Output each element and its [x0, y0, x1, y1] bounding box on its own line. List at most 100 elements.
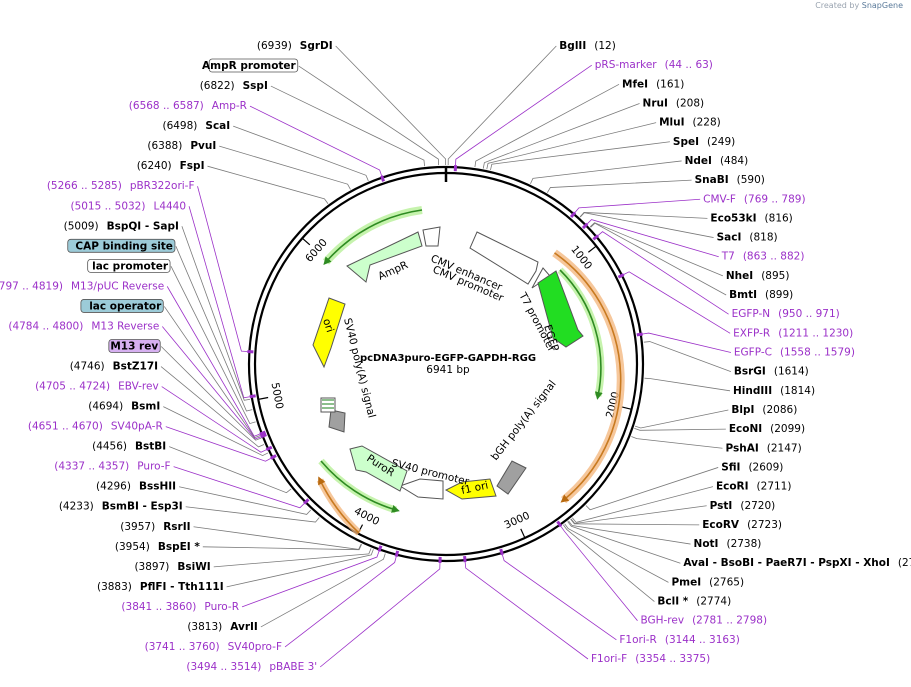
site-label-bcli[interactable]: BclI *(2774)	[657, 596, 731, 608]
badge-created-by: Created by	[815, 1, 860, 10]
tick-1000	[587, 245, 597, 253]
site-label-lac-operator[interactable]: lac operator	[80, 299, 164, 313]
site-label-scai[interactable]: (6498)ScaI	[162, 120, 230, 132]
site-label-m13-rev[interactable]: M13 rev	[108, 339, 161, 353]
leader-scai	[233, 125, 369, 181]
site-label-rsrii[interactable]: (3957)RsrII	[120, 521, 190, 533]
site-label-lac-promoter[interactable]: lac promoter	[87, 258, 171, 273]
svg-text:(6568 .. 6587)Amp-R: (6568 .. 6587)Amp-R	[129, 100, 247, 112]
site-label-pbabe-3[interactable]: (3494 .. 3514)pBABE 3'	[186, 661, 317, 673]
svg-text:MfeI(161): MfeI(161)	[622, 78, 684, 90]
site-label-bstbi[interactable]: (4456)BstBI	[92, 441, 166, 453]
site-label-ecori[interactable]: EcoRI(2711)	[716, 481, 792, 493]
site-label-cmv-f[interactable]: CMV-F(769 .. 789)	[703, 193, 805, 205]
site-label-spei[interactable]: SpeI(249)	[673, 136, 735, 148]
site-label-sv40pa-r[interactable]: (4651 .. 4670)SV40pA-R	[28, 421, 163, 433]
site-label-avrii[interactable]: (3813)AvrII	[187, 621, 258, 633]
site-label-sv40pro-f[interactable]: (3741 .. 3760)SV40pro-F	[145, 641, 282, 653]
site-label-ndei[interactable]: NdeI(484)	[685, 155, 749, 167]
site-label-bsmbi-esp3i[interactable]: (4233)BsmBI - Esp3I	[59, 501, 183, 513]
site-label-exfp-r[interactable]: EXFP-R(1211 .. 1230)	[733, 327, 853, 339]
leader-bsrgi	[643, 341, 732, 373]
site-label-f1ori-r[interactable]: F1ori-R(3144 .. 3163)	[619, 634, 739, 646]
site-label-psti[interactable]: PstI(2720)	[710, 500, 776, 512]
site-label-pshai[interactable]: PshAI(2147)	[725, 442, 801, 454]
leader-pflfi-tth111i	[226, 549, 374, 588]
site-label-sfii[interactable]: SfiI(2609)	[721, 461, 783, 473]
site-label-avai-bsobi-paer7i-pspxi-xhoi[interactable]: AvaI - BsoBI - PaeR7I - PspXI - XhoI(274…	[683, 557, 911, 569]
svg-text:PmeI(2765): PmeI(2765)	[671, 576, 744, 588]
feature-label-bgh-polya: bGH poly(A) signal	[489, 378, 559, 463]
svg-text:BclI *(2774): BclI *(2774)	[657, 596, 731, 608]
site-label-ebv-rev[interactable]: (4705 .. 4724)EBV-rev	[35, 381, 159, 393]
site-label-pbr322ori-f[interactable]: (5266 .. 5285)pBR322ori-F	[47, 180, 195, 192]
site-label-bgh-rev[interactable]: BGH-rev(2781 .. 2798)	[640, 615, 767, 627]
f1-ori-arrow	[444, 478, 497, 500]
site-label-mlui[interactable]: MluI(228)	[659, 117, 721, 129]
site-label-bstz17i[interactable]: (4746)BstZ17I	[70, 361, 158, 373]
leader-lac-operator	[163, 306, 261, 439]
leader-hindiii	[644, 377, 731, 392]
svg-text:(3897)BsiWI: (3897)BsiWI	[134, 561, 210, 573]
site-label-bsmi[interactable]: (4694)BsmI	[88, 401, 160, 413]
bgh-polya-box	[496, 460, 527, 495]
site-label-puro-f[interactable]: (4337 .. 4357)Puro-F	[54, 461, 170, 473]
site-label-econi[interactable]: EcoNI(2099)	[729, 423, 805, 435]
site-label-hindiii[interactable]: HindIII(1814)	[733, 385, 815, 397]
site-label-pvui[interactable]: (6388)PvuI	[147, 140, 216, 152]
site-label-egfp-c[interactable]: EGFP-C(1558 .. 1579)	[734, 347, 855, 359]
site-label-m13-puc-reverse[interactable]: (4797 .. 4819)M13/pUC Reverse	[0, 280, 164, 292]
svg-text:(4746)BstZ17I: (4746)BstZ17I	[70, 361, 158, 373]
site-label-snabi[interactable]: SnaBI(590)	[695, 174, 765, 186]
site-label-nrui[interactable]: NruI(208)	[643, 97, 705, 109]
site-label-amp-r[interactable]: (6568 .. 6587)Amp-R	[129, 100, 247, 112]
site-label-m13-reverse[interactable]: (4784 .. 4800)M13 Reverse	[8, 320, 159, 332]
orf-egfp-inner	[557, 267, 605, 400]
site-label-bsrgi[interactable]: BsrGI(1614)	[734, 366, 809, 378]
site-label-bsiwi[interactable]: (3897)BsiWI	[134, 561, 210, 573]
site-label-bmti[interactable]: BmtI(899)	[729, 289, 793, 301]
site-label-puro-r[interactable]: (3841 .. 3860)Puro-R	[121, 601, 239, 613]
site-label-cap-binding-site[interactable]: CAP binding site	[67, 238, 176, 253]
leader-cap-binding-site	[175, 246, 253, 412]
tick-2000	[621, 406, 632, 410]
site-label-bspei[interactable]: (3954)BspEI *	[115, 541, 200, 553]
site-label-noti[interactable]: NotI(2738)	[694, 538, 762, 550]
site-label-saci[interactable]: SacI(818)	[717, 232, 778, 244]
site-label-eco53ki[interactable]: Eco53kI(816)	[710, 212, 792, 224]
leader-pvui	[219, 145, 351, 190]
leader-nhei	[589, 222, 724, 277]
leader-bstbi	[169, 446, 292, 494]
site-label-fspi[interactable]: (6240)FspI	[137, 160, 205, 172]
site-label-f1ori-f[interactable]: F1ori-F(3354 .. 3375)	[591, 653, 710, 665]
leader-bgh-rev	[560, 526, 638, 621]
leader-lac-promoter	[170, 266, 256, 425]
site-label-bglii[interactable]: BglII(12)	[559, 40, 616, 52]
leader-ecori	[571, 486, 714, 523]
site-label-mfei[interactable]: MfeI(161)	[622, 78, 684, 90]
site-label-pflfi-tth111i[interactable]: (3883)PflFI - Tth111I	[97, 581, 224, 593]
feature-label-sv40-polya: SV40 poly(A) signal	[341, 317, 377, 419]
site-label-blpi[interactable]: BlpI(2086)	[731, 404, 797, 416]
site-label-prs-marker[interactable]: pRS-marker(44 .. 63)	[595, 59, 713, 71]
site-label-t7[interactable]: T7(863 .. 882)	[721, 251, 805, 263]
svg-text:NotI(2738): NotI(2738)	[694, 538, 762, 550]
site-label-pmei[interactable]: PmeI(2765)	[671, 576, 744, 588]
sv40-promoter-arrow	[398, 478, 444, 500]
site-label-l4440[interactable]: (5015 .. 5032)L4440	[70, 200, 186, 212]
site-label-ecorv[interactable]: EcoRV(2723)	[702, 519, 782, 531]
leader-cmv-f	[574, 198, 701, 213]
site-label-nhei[interactable]: NheI(895)	[726, 270, 790, 282]
leader-bsiwi	[213, 548, 372, 568]
leader-bsshii	[179, 486, 312, 515]
site-label-bsshii[interactable]: (4296)BssHII	[96, 481, 176, 493]
site-label-sspi[interactable]: (6822)SspI	[200, 80, 268, 92]
site-label-sgrdi[interactable]: (6939)SgrDI	[257, 40, 333, 52]
site-label-bspqi-sapi[interactable]: (5009)BspQI - SapI	[64, 220, 179, 232]
site-label-ampr-promoter[interactable]: AmpR promoter	[202, 58, 299, 73]
leader-noti	[568, 520, 691, 545]
svg-text:(4337 .. 4357)Puro-F: (4337 .. 4357)Puro-F	[54, 461, 170, 473]
tick-label-5000: 5000	[269, 382, 286, 410]
site-label-egfp-n[interactable]: EGFP-N(950 .. 971)	[732, 308, 840, 320]
svg-text:(4705 .. 4724)EBV-rev: (4705 .. 4724)EBV-rev	[35, 381, 159, 393]
